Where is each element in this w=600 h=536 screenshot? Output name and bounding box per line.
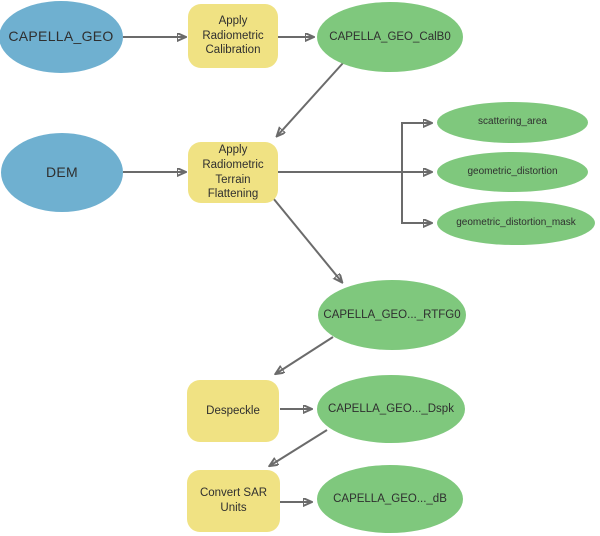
connector-rtfg0-to-despeckle [277,336,334,373]
node-convert-sar-units-label: Convert SAR Units [199,487,268,514]
node-despeckle-label: Despeckle [206,404,260,417]
node-capella-geo-dspk-label: CAPELLA_GEO..._Dspk [328,402,454,415]
node-dem-label: DEM [45,163,78,180]
node-convert-sar-units[interactable]: Convert SAR Units [187,470,280,532]
connector-terrain-flattening-to-scattering-area [401,123,430,172]
node-apply-radiometric-calibration-label: Apply Radiometric Calibration [202,14,264,57]
node-capella-geo-calb0[interactable]: CAPELLA_GEO_CalB0 [317,2,463,72]
node-scattering-area-label: scattering_area [478,116,547,128]
connector-dspk-to-convert-sar-units [271,429,328,465]
node-geometric-distortion-mask-label: geometric_distortion_mask [456,216,576,228]
connector-terrain-flattening-to-rtfg0 [272,197,341,281]
node-capella-geo-dspk[interactable]: CAPELLA_GEO..._Dspk [317,375,465,443]
node-apply-radiometric-terrain-flattening[interactable]: Apply Radiometric Terrain Flattening [188,142,278,203]
connector-calb0-to-terrain-flattening [278,62,344,135]
node-geometric-distortion-mask[interactable]: geometric_distortion_mask [437,201,595,245]
node-despeckle[interactable]: Despeckle [187,380,279,442]
node-geometric-distortion[interactable]: geometric_distortion [437,152,588,192]
node-capella-geo-rtfg0[interactable]: CAPELLA_GEO..._RTFG0 [318,280,466,350]
node-capella-geo-calb0-label: CAPELLA_GEO_CalB0 [329,30,451,43]
connector-terrain-flattening-to-geometric-distortion-mask [401,172,430,223]
node-apply-radiometric-terrain-flattening-label: Apply Radiometric Terrain Flattening [202,144,264,201]
node-capella-geo-rtfg0-label: CAPELLA_GEO..._RTFG0 [323,308,461,321]
node-scattering-area[interactable]: scattering_area [437,102,588,143]
node-capella-geo-label: CAPELLA_GEO [8,28,114,45]
node-apply-radiometric-calibration[interactable]: Apply Radiometric Calibration [188,4,278,68]
node-geometric-distortion-label: geometric_distortion [467,165,558,177]
node-capella-geo[interactable]: CAPELLA_GEO [0,1,123,73]
node-dem[interactable]: DEM [1,133,123,212]
node-capella-geo-db-label: CAPELLA_GEO..._dB [333,492,447,505]
node-capella-geo-db[interactable]: CAPELLA_GEO..._dB [317,465,463,533]
